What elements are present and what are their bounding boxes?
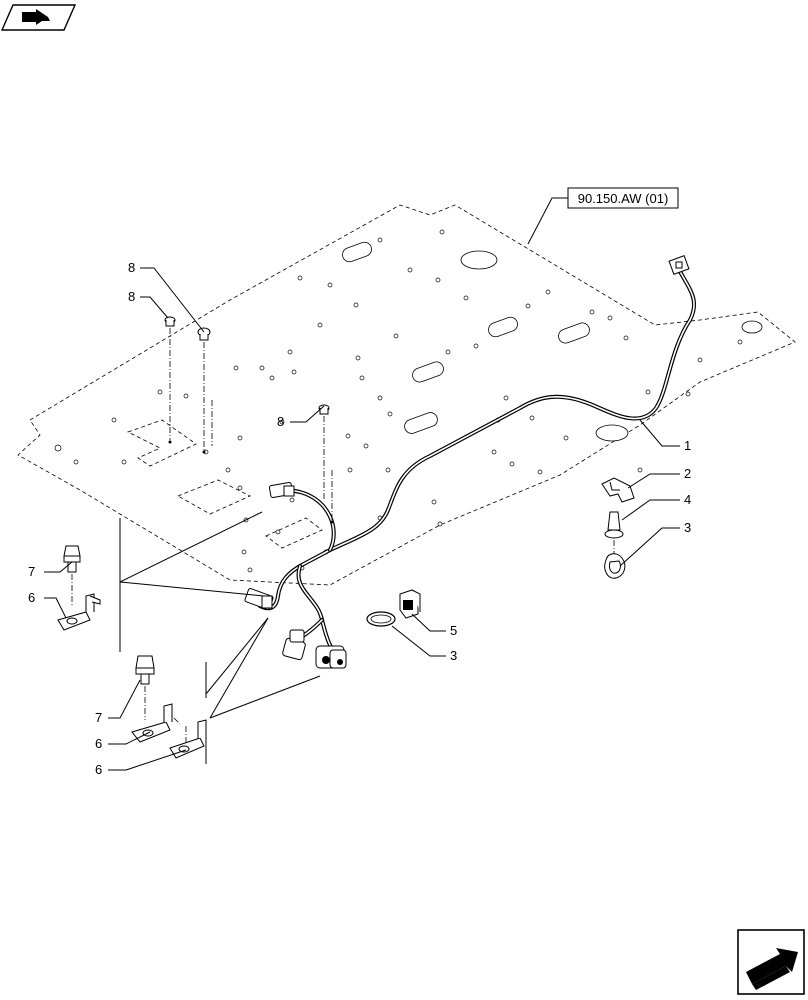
callout-6-lower-1: 6 <box>95 736 102 751</box>
assembly-leaders <box>119 511 321 764</box>
clip-2 <box>601 477 635 503</box>
reference-box[interactable]: 90.150.AW (01) <box>527 187 679 245</box>
bracket-6-lower-1 <box>131 703 181 743</box>
wiring-harness <box>244 255 697 669</box>
callout-8a: 8 <box>128 260 135 275</box>
reference-box-text: 90.150.AW (01) <box>578 191 669 206</box>
previous-page-arrow-icon[interactable] <box>0 4 77 31</box>
callout-6-upper: 6 <box>28 590 35 605</box>
tie-ring-3-center <box>366 611 396 627</box>
callout-8b: 8 <box>128 289 135 304</box>
callout-7-lower: 7 <box>95 710 102 725</box>
callout-5: 5 <box>450 623 457 638</box>
bracket-6-lower-2 <box>169 719 207 759</box>
bolt-8-upper-left <box>164 316 176 444</box>
bolt-8-parts <box>164 316 334 524</box>
callout-leaders <box>44 267 680 771</box>
bolt-7-upper <box>63 545 81 606</box>
bolt-7-lower <box>135 655 155 720</box>
next-page-arrow-icon[interactable] <box>737 929 805 995</box>
bracket-6-upper <box>57 593 101 631</box>
callout-7-upper: 7 <box>28 564 35 579</box>
callout-1: 1 <box>684 438 691 453</box>
tie-ring-3-right <box>604 553 626 579</box>
callout-3-right: 3 <box>684 520 691 535</box>
callout-4: 4 <box>684 492 691 507</box>
callout-labels: 8 8 8 1 2 4 3 5 3 7 6 7 6 6 <box>28 260 691 777</box>
callout-6-lower-2: 6 <box>95 762 102 777</box>
bolt-8-center <box>318 404 334 524</box>
push-rivet-4 <box>604 511 624 556</box>
callout-2: 2 <box>684 466 691 481</box>
floor-plate <box>17 204 796 586</box>
callout-3-center: 3 <box>450 648 457 663</box>
bracket-5 <box>399 589 421 619</box>
bolt-8-upper-right <box>197 327 213 454</box>
callout-8c: 8 <box>277 414 284 429</box>
